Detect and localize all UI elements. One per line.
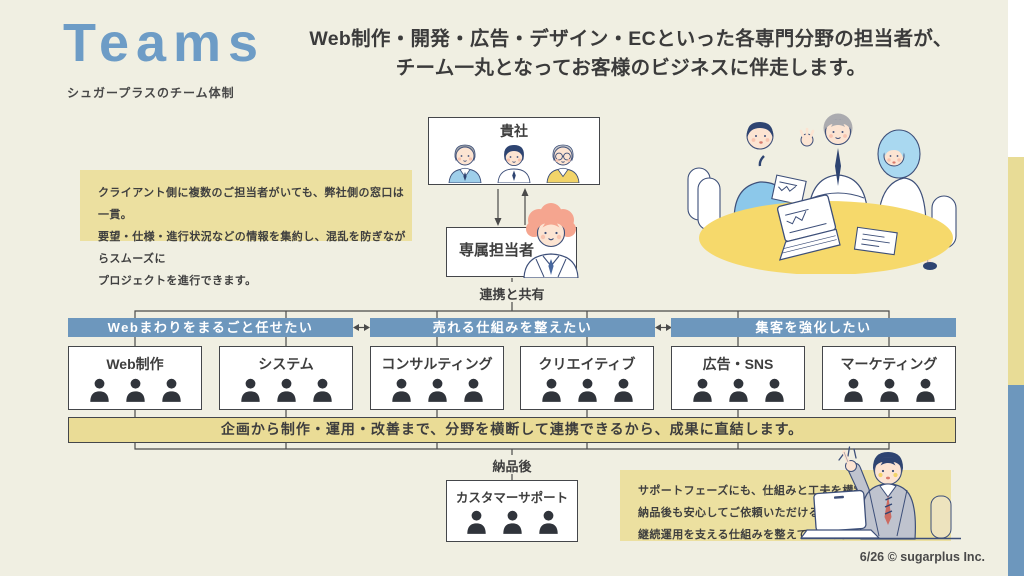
link-label: 連携と共有 (479, 287, 545, 302)
team-members (220, 378, 352, 402)
meeting-illustration (687, 113, 957, 274)
team-box-web: Web制作 (68, 346, 202, 410)
page-subtitle: シュガープラスのチーム体制 (67, 86, 235, 100)
person-icon (502, 510, 522, 534)
client-person-icon (546, 144, 580, 183)
person-icon (843, 378, 863, 402)
person-icon (391, 378, 411, 402)
client-box-label: 貴社 (500, 123, 528, 139)
person-icon (466, 510, 486, 534)
page-title: Teams (63, 13, 266, 73)
cross-team-banner: 企画から制作・運用・改善まで、分野を横断して連携できるから、成果に直結します。 (68, 417, 956, 443)
team-label: 広告・SNS (702, 356, 774, 372)
group-bar-sales: 売れる仕組みを整えたい (370, 318, 655, 337)
person-icon (240, 378, 260, 402)
client-person-icon (497, 145, 531, 183)
person-icon (312, 378, 332, 402)
team-members (672, 378, 804, 402)
person-icon (89, 378, 109, 402)
support-man-illustration (799, 446, 961, 540)
headline-line1: Web制作・開発・広告・デザイン・ECといった各専門分野の担当者が、 (309, 28, 953, 50)
team-box-ads-sns: 広告・SNS (671, 346, 805, 410)
slide-accent-stripe-white (1008, 0, 1024, 157)
team-members (823, 378, 955, 402)
client-note-line1: クライアント側に複数のご担当者がいても、弊社側の窓口は一貫。 (98, 187, 405, 221)
slide-accent-stripe-blue (1008, 385, 1024, 576)
group-bar-web: Webまわりをまるごと任せたい (68, 318, 353, 337)
team-box-creative: クリエイティブ (520, 346, 654, 410)
team-box-marketing: マーケティング (822, 346, 956, 410)
client-note: クライアント側に複数のご担当者がいても、弊社側の窓口は一貫。 要望・仕様・進行状… (80, 170, 412, 287)
slide-accent-stripe-yellow (1008, 157, 1024, 385)
team-box-consulting: コンサルティング (370, 346, 504, 410)
team-label: マーケティング (840, 356, 938, 372)
person-icon (764, 378, 784, 402)
person-icon (463, 378, 483, 402)
person-icon (879, 378, 899, 402)
headline-line2: チーム一丸となってお客様のビジネスに伴走します。 (395, 57, 867, 79)
person-icon (577, 378, 597, 402)
team-label: Web制作 (106, 356, 164, 372)
page-number-copyright: 6/26 © sugarplus Inc. (859, 550, 985, 564)
headline: Web制作・開発・広告・デザイン・ECといった各専門分野の担当者が、 チーム一丸… (300, 25, 962, 83)
person-icon (276, 378, 296, 402)
client-note-line2: 要望・仕様・進行状況などの情報を集約し、混乱を防ぎながらスムーズに (98, 231, 406, 265)
team-label: コンサルティング (381, 356, 493, 372)
post-delivery-label: 納品後 (492, 459, 532, 474)
person-icon (728, 378, 748, 402)
person-icon (613, 378, 633, 402)
team-members (69, 378, 201, 402)
customer-support-label: カスタマーサポート (455, 491, 569, 505)
person-icon (541, 378, 561, 402)
person-icon (692, 378, 712, 402)
person-icon (915, 378, 935, 402)
client-note-line3: プロジェクトを進行できます。 (98, 275, 257, 287)
team-label: クリエイティブ (538, 356, 636, 372)
team-members (447, 510, 577, 534)
group-bar-attract: 集客を強化したい (671, 318, 956, 337)
person-icon (125, 378, 145, 402)
support-note-line2: 納品後も安心してご依頼いただけるよう、 (638, 507, 855, 519)
person-icon (538, 510, 558, 534)
client-people-illustration (429, 141, 599, 183)
support-note-line3: 継続運用を支える仕組みを整えています。 (638, 529, 853, 541)
manager-box-label: 専属担当者 (459, 242, 535, 259)
client-box: 貴社 (428, 117, 600, 185)
person-icon (161, 378, 181, 402)
customer-support-box: カスタマーサポート (446, 480, 578, 542)
team-members (521, 378, 653, 402)
person-icon (427, 378, 447, 402)
team-box-system: システム (219, 346, 353, 410)
manager-illustration (523, 203, 579, 278)
team-members (371, 378, 503, 402)
client-person-icon (448, 144, 482, 183)
team-label: システム (258, 356, 314, 372)
